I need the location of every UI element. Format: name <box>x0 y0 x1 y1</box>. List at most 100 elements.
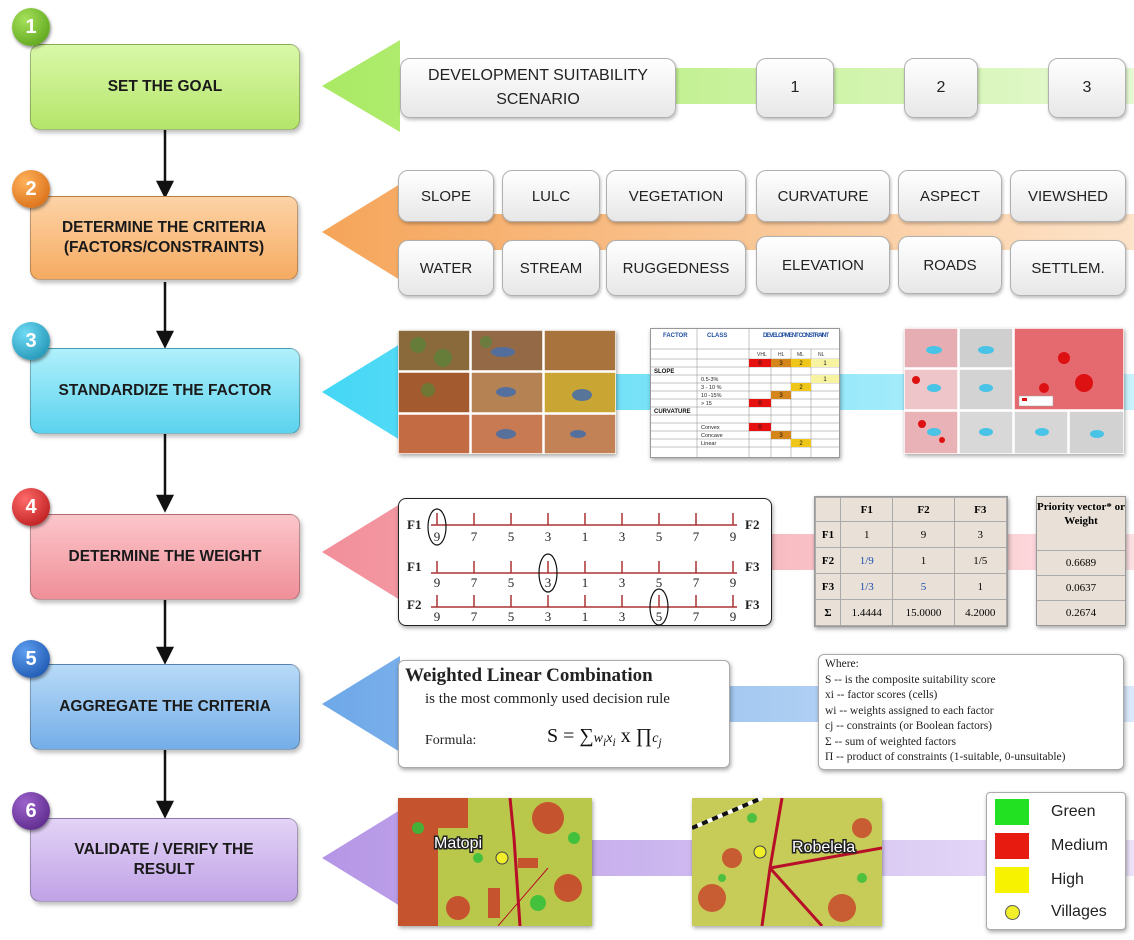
step-4-badge: 4 <box>12 488 50 526</box>
svg-text:3: 3 <box>619 609 626 624</box>
scale2-right: F3 <box>745 559 760 574</box>
svg-text:1: 1 <box>582 609 589 624</box>
where-line-1: S -- is the composite suitability score <box>825 673 996 686</box>
svg-text:1: 1 <box>582 529 589 544</box>
hdr-val-nl: 1 <box>823 361 827 367</box>
criterion-elevation: ELEVATION <box>756 236 890 294</box>
hdr-val-ml: 2 <box>799 361 803 367</box>
svg-text:3: 3 <box>545 529 552 544</box>
svg-text:9: 9 <box>434 529 441 544</box>
cell-slope-1: 1 <box>823 377 827 383</box>
priority-value-2: 0.0637 <box>1037 576 1125 601</box>
class-curv-2: Concave <box>701 433 723 439</box>
suitability-legend: Green Medium High Villages <box>986 792 1126 930</box>
legend-label-high: High <box>1051 871 1084 888</box>
svg-text:5: 5 <box>656 609 663 624</box>
class-slope-2: 3 - 10 % <box>701 385 722 391</box>
svg-text:3: 3 <box>619 575 626 590</box>
pairwise-matrix: F1 F2 F3 F1 1 9 3 F2 1/9 1 1/5 F3 1/3 5 … <box>814 496 1008 627</box>
priority-value-1: 0.6689 <box>1037 551 1125 576</box>
col-vhl: VHL <box>757 352 767 358</box>
map2-label: Robelela <box>792 839 855 856</box>
class-curv-1: Convex <box>701 425 720 431</box>
village-marker-matopi <box>495 851 509 865</box>
where-line-4: cj -- constraints (or Boolean factors) <box>825 720 993 732</box>
scale1-right: F2 <box>745 517 759 532</box>
svg-text:7: 7 <box>693 609 700 624</box>
where-line-3: wi -- weights assigned to each factor <box>825 704 994 717</box>
legend-swatch-high <box>995 867 1029 893</box>
criterion-slope: SLOPE <box>398 170 494 222</box>
cell-slope-2: 2 <box>799 385 803 391</box>
col-nl: NL <box>818 352 825 358</box>
svg-text:1: 1 <box>582 575 589 590</box>
arrow-2 <box>322 184 1134 280</box>
cell-curv-2: 3 <box>779 433 783 439</box>
step-1-box: SET THE GOAL <box>30 44 300 130</box>
formula-label: Formula: <box>425 733 477 748</box>
step-2-badge: 2 <box>12 170 50 208</box>
criterion-water: WATER <box>398 240 494 296</box>
svg-text:3: 3 <box>545 609 552 624</box>
legend-item-high: High <box>995 867 1084 893</box>
scenario-option-1: 1 <box>756 58 834 118</box>
scale3-circled <box>649 588 669 625</box>
step-3-badge: 3 <box>12 322 50 360</box>
legend-swatch-medium <box>995 833 1029 859</box>
where-title: Where: <box>825 658 859 670</box>
svg-text:5: 5 <box>656 529 663 544</box>
svg-text:5: 5 <box>508 529 515 544</box>
step-5-badge: 5 <box>12 640 50 678</box>
svg-text:7: 7 <box>693 575 700 590</box>
step-4-box: DETERMINE THE WEIGHT <box>30 514 300 600</box>
step-2-box: DETERMINE THE CRITERIA (FACTORS/CONSTRAI… <box>30 196 298 280</box>
wlc-title: Weighted Linear Combination <box>405 665 653 686</box>
class-curv-3: Linear <box>701 441 716 447</box>
hdr-val-vhl: 0 <box>758 361 762 367</box>
legend-item-green: Green <box>995 799 1095 825</box>
village-marker-robelela <box>753 845 767 859</box>
svg-text:7: 7 <box>471 575 478 590</box>
step-5-box: AGGREGATE THE CRITERIA <box>30 664 300 750</box>
legend-item-medium: Medium <box>995 833 1108 859</box>
formula-expression: S = ∑wixi x ∏cj <box>547 725 662 749</box>
step-6-badge: 6 <box>12 792 50 830</box>
svg-text:5: 5 <box>656 575 663 590</box>
criterion-settlements: SETTLEM. <box>1010 240 1126 296</box>
scale1-circled <box>427 508 447 546</box>
step-6-box: VALIDATE / VERIFY THE RESULT <box>30 818 298 902</box>
criterion-stream: STREAM <box>502 240 600 296</box>
map1-label: Matopi <box>434 835 482 852</box>
svg-text:9: 9 <box>730 609 737 624</box>
criterion-lulc: LULC <box>502 170 600 222</box>
priority-header: Priority vector* or Weight <box>1037 497 1125 551</box>
step-1-badge: 1 <box>12 8 50 46</box>
step-3-box: STANDARDIZE THE FACTOR <box>30 348 300 434</box>
criterion-viewshed: VIEWSHED <box>1010 170 1126 222</box>
legend-swatch-green <box>995 799 1029 825</box>
scale3-right: F3 <box>745 597 760 612</box>
priority-value-3: 0.2674 <box>1065 607 1097 619</box>
formula-legend: Where: S -- is the composite suitability… <box>818 654 1124 770</box>
svg-text:7: 7 <box>471 609 478 624</box>
table-head-dev: DEVELOPMENT CONSTRAINT <box>763 333 829 339</box>
scale1-left: F1 <box>407 517 421 532</box>
table-head-class: CLASS <box>707 333 727 339</box>
scale2-left: F1 <box>407 559 421 574</box>
cell-slope-3: 3 <box>779 393 783 399</box>
criterion-aspect: ASPECT <box>898 170 1002 222</box>
hdr-val-hl: 3 <box>779 361 783 367</box>
svg-text:9: 9 <box>434 609 441 624</box>
cell-curv-3: 2 <box>799 441 803 447</box>
section-curvature: CURVATURE <box>654 409 691 415</box>
legend-label-villages: Villages <box>1051 903 1107 920</box>
scale2-circled <box>538 553 558 593</box>
criterion-vegetation: VEGETATION <box>606 170 746 222</box>
legend-label-medium: Medium <box>1051 837 1108 854</box>
section-slope: SLOPE <box>654 369 674 375</box>
criterion-curvature: CURVATURE <box>756 170 890 222</box>
svg-text:9: 9 <box>434 575 441 590</box>
where-line-2: xi -- factor scores (cells) <box>825 689 938 701</box>
cell-curv-1: 0 <box>758 425 762 431</box>
legend-swatch-villages <box>995 901 1029 923</box>
